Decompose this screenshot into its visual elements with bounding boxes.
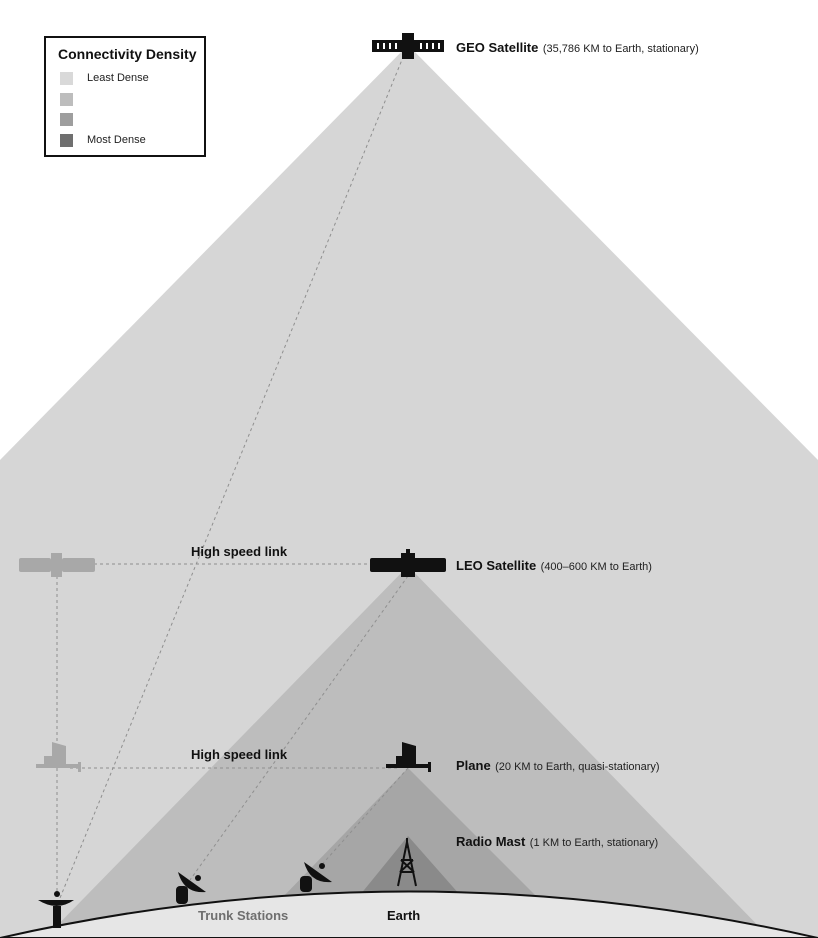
ghost-plane-icon bbox=[36, 742, 81, 772]
dish-icon-left bbox=[38, 891, 74, 928]
earth-label: Earth bbox=[387, 908, 421, 923]
earth-surface bbox=[0, 890, 818, 938]
geo-satellite-name: GEO Satellite bbox=[456, 40, 539, 55]
plane-detail: (20 KM to Earth, quasi-stationary) bbox=[495, 761, 660, 773]
lower-link-label: High speed link bbox=[191, 747, 288, 762]
legend: Connectivity Density Least Dense Most De… bbox=[44, 36, 206, 157]
radio-mast-icon bbox=[397, 838, 417, 887]
dish-icon-right bbox=[300, 862, 332, 892]
geo-satellite-detail: (35,786 KM to Earth, stationary) bbox=[542, 43, 699, 55]
legend-label: Most Dense bbox=[87, 134, 146, 146]
dish-icon-middle bbox=[176, 872, 206, 904]
dashed-links bbox=[56, 44, 409, 899]
mast-coverage-cone bbox=[360, 836, 460, 895]
ghost-satellite-icon bbox=[19, 553, 95, 577]
radio-mast-detail: (1 KM to Earth, stationary) bbox=[529, 837, 659, 849]
upper-link-label: High speed link bbox=[191, 544, 288, 559]
leo-satellite-name: LEO Satellite bbox=[456, 558, 537, 573]
geo-satellite-icon bbox=[372, 33, 444, 59]
geo-satellite-label: GEO Satellite (35,786 KM to Earth, stati… bbox=[456, 39, 699, 57]
legend-swatch bbox=[60, 134, 73, 147]
legend-swatch bbox=[60, 72, 73, 85]
legend-swatch bbox=[60, 113, 73, 126]
legend-swatch bbox=[60, 93, 73, 106]
radio-mast-name: Radio Mast bbox=[456, 834, 526, 849]
plane-coverage-cone bbox=[280, 768, 540, 900]
plane-label: Plane (20 KM to Earth, quasi-stationary) bbox=[456, 757, 660, 775]
radio-mast-label: Radio Mast (1 KM to Earth, stationary) bbox=[456, 833, 658, 851]
plane-icon bbox=[386, 742, 431, 772]
trunk-stations-label: Trunk Stations bbox=[198, 908, 289, 923]
leo-satellite-detail: (400–600 KM to Earth) bbox=[540, 561, 652, 573]
leo-satellite-icon bbox=[370, 549, 446, 577]
legend-title: Connectivity Density bbox=[58, 46, 197, 62]
leo-satellite-label: LEO Satellite (400–600 KM to Earth) bbox=[456, 557, 652, 575]
plane-name: Plane bbox=[456, 758, 491, 773]
legend-label: Least Dense bbox=[87, 72, 149, 84]
geo-coverage-cone bbox=[0, 45, 818, 938]
